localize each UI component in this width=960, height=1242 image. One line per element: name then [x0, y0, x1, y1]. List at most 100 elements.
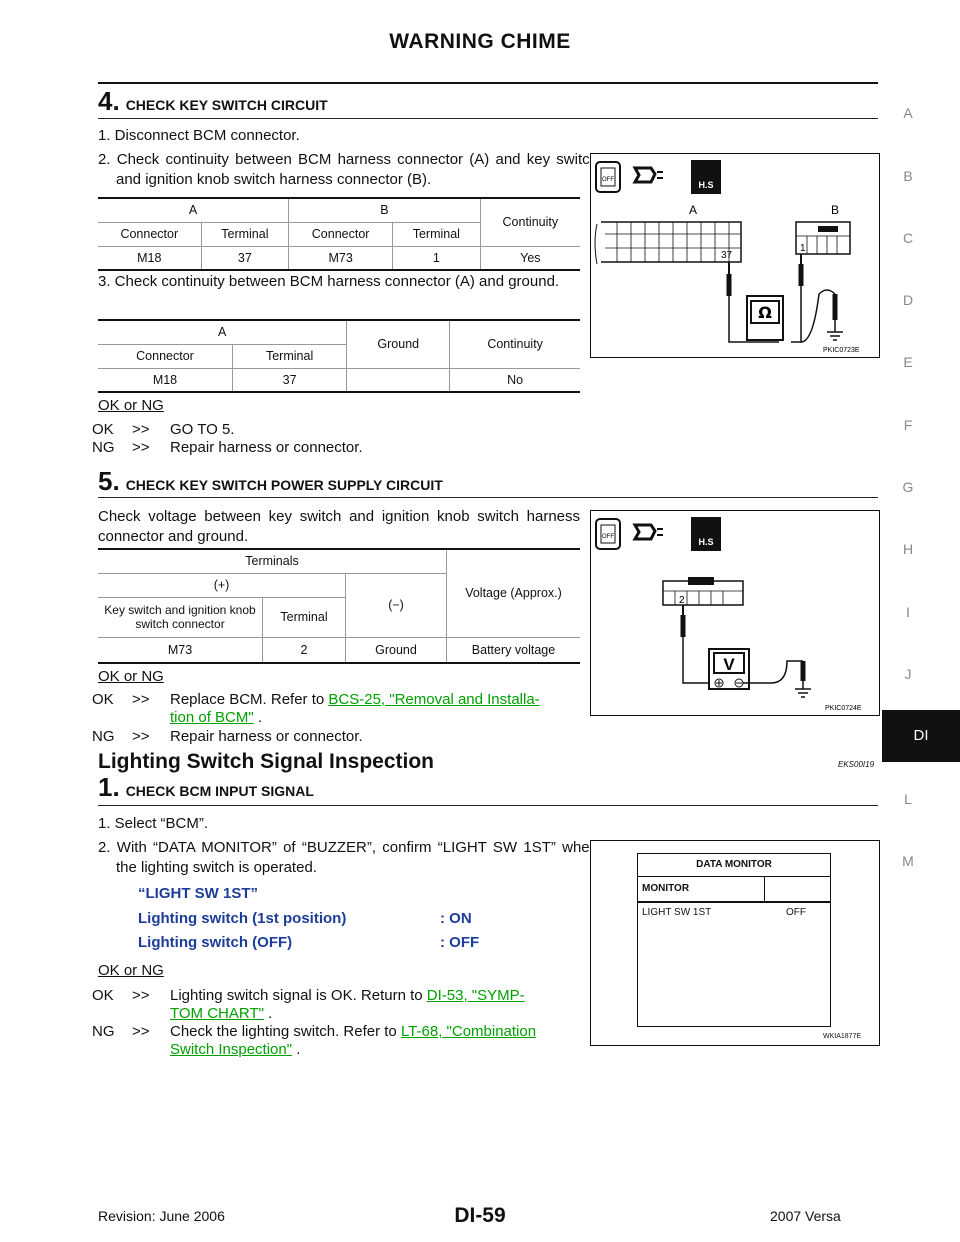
col-header: Voltage (Approx.): [446, 549, 580, 638]
table-cell: No: [449, 368, 580, 393]
col-header: (+): [98, 573, 346, 598]
table-cell: 37: [232, 368, 348, 393]
bcs-25-link-cont[interactable]: tion of BCM": [170, 709, 254, 726]
index-letter-g[interactable]: G: [902, 479, 914, 495]
figure-id: PKIC0723E: [823, 347, 860, 354]
continuity-table-ab: A B Continuity Connector Terminal Connec…: [98, 197, 580, 271]
footer-page-number: DI-59: [454, 1204, 506, 1227]
hs-label: H.S: [698, 180, 713, 190]
table-cell: 37: [201, 246, 290, 271]
index-letter-h[interactable]: H: [902, 541, 914, 557]
result-text: Repair harness or connector.: [170, 728, 363, 745]
instruction-line: Check voltage between key switch and ign…: [98, 508, 580, 545]
result-arrow: >>: [132, 728, 150, 745]
screen-item-name: LIGHT SW 1ST: [642, 907, 712, 918]
result-text: .: [253, 709, 263, 726]
screen-title: DATA MONITOR: [638, 854, 830, 877]
index-letter-b[interactable]: B: [903, 168, 913, 184]
result-key: NG: [92, 728, 115, 745]
result-arrow: >>: [132, 421, 150, 438]
result-text: .: [292, 1041, 301, 1058]
result-arrow: >>: [132, 1023, 150, 1040]
result-arrow: >>: [132, 439, 150, 456]
voltage-diagram: OFF H.S 2 V PKIC0724E: [595, 517, 862, 712]
section-rule: [98, 497, 878, 498]
voltmeter-symbol: V: [723, 655, 735, 674]
figure-id: WKIA1877E: [823, 1033, 862, 1040]
table-cell: 2: [262, 637, 346, 664]
result-key: NG: [92, 1023, 115, 1040]
step4-heading: 4.CHECK KEY SWITCH CIRCUIT: [98, 86, 328, 117]
index-letter-j[interactable]: J: [904, 666, 912, 682]
col-header: B: [288, 198, 481, 223]
index-letter-a[interactable]: A: [903, 105, 913, 121]
monitor-item-value: : OFF: [440, 934, 480, 951]
result-arrow: >>: [132, 691, 150, 708]
result-ok: OK >> GO TO 5.: [92, 420, 234, 440]
result-ok-cont: TOM CHART" .: [170, 1004, 272, 1024]
footer-revision: Revision: June 2006: [98, 1208, 225, 1224]
result-text: GO TO 5.: [170, 421, 235, 438]
table-cell: M18: [98, 246, 202, 271]
pin-37-label: 37: [721, 250, 733, 261]
connector-a-label: A: [689, 203, 697, 217]
sub-header: Connector: [98, 344, 233, 369]
monitor-screen: DATA MONITOR MONITOR LIGHT SW 1ST OFF: [637, 853, 831, 1027]
section-heading: Lighting Switch Signal Inspection: [98, 750, 434, 773]
index-letter-i[interactable]: I: [906, 604, 910, 620]
voltage-check-figure: OFF H.S 2 V PKIC0724E: [590, 510, 880, 716]
index-letter-m[interactable]: M: [902, 853, 914, 869]
ohm-meter-symbol: Ω: [758, 303, 772, 322]
lighting-step1-heading: 1.CHECK BCM INPUT SIGNAL: [98, 772, 314, 803]
screen-column-divider: [764, 877, 765, 901]
continuity-check-figure: OFF H.S A B 37 1 Ω: [590, 153, 880, 358]
ok-or-ng-label: OK or NG: [98, 668, 164, 685]
table-cell: Ground: [346, 368, 451, 393]
table-cell: M18: [98, 368, 233, 393]
figure-id: PKIC0724E: [825, 705, 862, 712]
col-header: A: [98, 198, 290, 223]
continuity-table-ground: A Ground Continuity Connector Terminal M…: [98, 319, 580, 393]
di-53-link[interactable]: DI-53, "SYMP-: [426, 987, 525, 1004]
lt-68-link-cont[interactable]: Switch Inspection": [170, 1041, 293, 1058]
index-letter-l[interactable]: L: [904, 791, 912, 807]
result-text: .: [263, 1005, 273, 1022]
step-title: CHECK BCM INPUT SIGNAL: [125, 783, 314, 799]
instruction-line: 1. Disconnect BCM connector.: [98, 127, 300, 144]
result-ok: OK>>Lighting switch signal is OK. Return…: [92, 986, 582, 1006]
sub-header: Terminal: [392, 222, 481, 247]
col-header: Continuity: [480, 198, 580, 247]
ok-or-ng-label: OK or NG: [98, 962, 164, 979]
sub-header: Terminal: [232, 344, 348, 369]
index-tab-di[interactable]: DI: [882, 710, 960, 762]
result-ng-cont: Switch Inspection" .: [170, 1040, 300, 1060]
instruction-line: 1. Select “BCM”.: [98, 815, 209, 832]
result-text: Lighting switch signal is OK. Return to: [170, 987, 427, 1004]
col-header: Terminals: [98, 549, 447, 574]
off-label: OFF: [602, 534, 614, 540]
col-header: Continuity: [449, 320, 580, 369]
result-text: Replace BCM. Refer to: [170, 691, 329, 708]
result-ng: NG>>Repair harness or connector.: [92, 438, 363, 458]
index-letter-c[interactable]: C: [902, 230, 914, 246]
step-title: CHECK KEY SWITCH CIRCUIT: [125, 97, 328, 113]
result-key: OK: [92, 421, 114, 438]
lt-68-link[interactable]: LT-68, "Combination: [400, 1023, 537, 1040]
title-rule: [98, 82, 878, 84]
step-title: CHECK KEY SWITCH POWER SUPPLY CIRCUIT: [125, 477, 443, 493]
index-letter-e[interactable]: E: [903, 354, 913, 370]
sub-header: Connector: [98, 222, 202, 247]
step-number: 5.: [98, 466, 120, 496]
table-cell: Yes: [480, 246, 580, 271]
result-ok-cont: tion of BCM" .: [170, 708, 262, 728]
bcs-25-link[interactable]: BCS-25, "Removal and Installa-: [328, 691, 540, 708]
instruction-line: 2. Check continuity between BCM harness …: [98, 151, 598, 188]
di-53-link-cont[interactable]: TOM CHART": [170, 1005, 264, 1022]
result-key: NG: [92, 439, 115, 456]
index-letter-f[interactable]: F: [903, 417, 913, 433]
index-letter-d[interactable]: D: [902, 292, 914, 308]
connector-b-label: B: [831, 203, 839, 217]
section-rule: [98, 805, 878, 806]
sub-header: Key switch and ignition knob switch conn…: [98, 597, 263, 638]
pin-2-label: 2: [679, 595, 685, 606]
